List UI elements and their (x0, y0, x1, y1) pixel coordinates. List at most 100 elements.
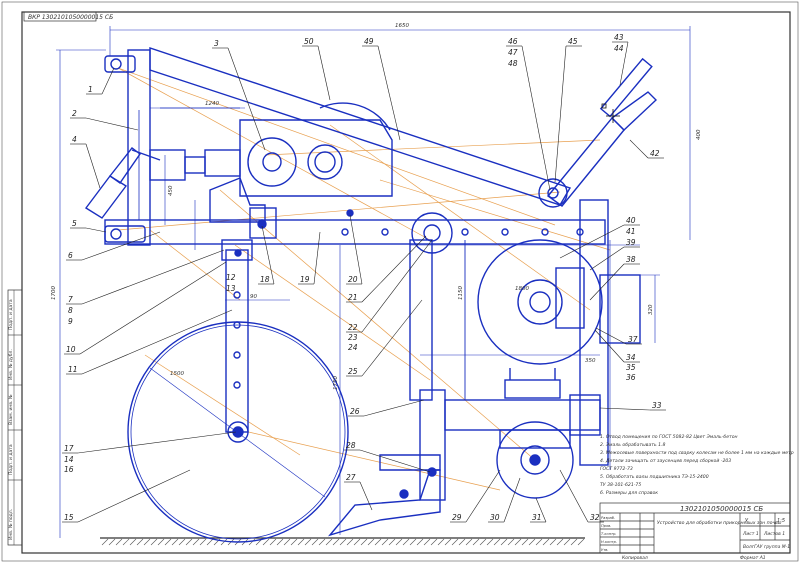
scale-cell: 1:5 (777, 518, 785, 524)
leader-lines (62, 41, 666, 523)
callout-36: 36 (626, 373, 636, 382)
hydraulic-cylinder-right (546, 57, 658, 207)
callout-34: 34 (626, 353, 636, 362)
callout-44: 44 (614, 44, 624, 53)
callout-24: 24 (348, 343, 358, 352)
side-block: Подп. и дата Инв. № дубл. Взам. инв. № П… (7, 289, 23, 546)
tension-pulley (538, 178, 568, 208)
dim-d4: 1750 (333, 376, 339, 390)
callout-38: 38 (626, 255, 636, 264)
note-line: 6. Размеры для справок (600, 490, 658, 496)
dim-height: 1700 (51, 286, 57, 300)
working-rotor (477, 239, 603, 365)
callout-25: 25 (348, 367, 358, 376)
callout-31: 31 (532, 513, 542, 522)
callout-40: 40 (626, 216, 636, 225)
callout-48: 48 (508, 59, 518, 68)
callout-17: 17 (64, 444, 74, 453)
ground-line (100, 537, 585, 546)
callout-30: 30 (490, 513, 500, 522)
note-line: 3. Межосевые поверхности под сварку коле… (600, 450, 794, 456)
callout-26: 26 (350, 407, 360, 416)
side-label-2: Инв. № дубл. (8, 349, 14, 380)
callout-37: 37 (628, 335, 638, 344)
title-block-text: 1302101050000015 СБ Устройство для обраб… (601, 505, 790, 552)
callout-33: 33 (652, 401, 662, 410)
callout-6: 6 (68, 251, 73, 260)
role-3: Т.контр. (601, 532, 617, 536)
sheet-cell: Лист 1 (742, 531, 759, 537)
note-line: 5. Обработать валы подшипника ТЭ-15-2400 (600, 474, 709, 480)
construction-lines (117, 67, 611, 491)
callout-19: 19 (300, 275, 310, 284)
machine-outline (84, 47, 658, 543)
role-2: Пров. (601, 524, 611, 528)
callout-5: 5 (72, 219, 77, 228)
sheets-cell: Листов 1 (763, 531, 785, 537)
role-4: Н.контр. (601, 540, 617, 544)
callout-4: 4 (72, 135, 77, 144)
dim-d2: 90 (250, 294, 257, 300)
callout-43: 43 (614, 33, 624, 42)
side-label-4: Подп. и дата (8, 444, 14, 475)
note-line: ТУ 38-101-621-75 (600, 482, 641, 488)
callout-21: 21 (348, 293, 358, 302)
note-line: 4. Детали зачищать от заусенцев перед сб… (600, 458, 731, 464)
callout-46: 46 (508, 37, 518, 46)
lower-support (419, 389, 446, 501)
note-line: ГОСТ 9772-73 (600, 466, 633, 472)
product-name: Устройство для обработки прикорневых зон… (657, 520, 782, 526)
callout-7: 7 (68, 295, 73, 304)
dim-d8: 1500 (170, 371, 184, 377)
callout-28: 28 (346, 441, 356, 450)
side-label-1: Подп. и дата (8, 299, 14, 330)
side-label-5: Инв. № подл. (8, 509, 14, 540)
gear-reducer (204, 102, 393, 197)
dim-d5: 1150 (458, 286, 464, 300)
org-cell: ВолгГАУ группа М-1 (743, 544, 790, 550)
callout-29: 29 (452, 513, 462, 522)
role-5: Утв. (601, 548, 609, 552)
callout-14: 14 (64, 455, 74, 464)
format-label: Формат А1 (740, 555, 766, 561)
callout-42: 42 (650, 149, 660, 158)
callout-45: 45 (568, 37, 578, 46)
top-stamp-box (23, 11, 97, 22)
callout-12: 12 (226, 273, 236, 282)
inner-frame (21, 11, 791, 554)
callout-2: 2 (72, 109, 77, 118)
move-cursor-icon (601, 103, 620, 123)
callout-35: 35 (626, 363, 636, 372)
role-1: Разраб. (601, 516, 615, 520)
furrow-disk (496, 421, 574, 499)
callout-1: 1 (88, 85, 93, 94)
hitch-post (127, 49, 151, 246)
callout-18: 18 (260, 275, 270, 284)
dimension-labels: 1650 1700 1240 90 450 1750 1150 1800 320… (51, 23, 702, 390)
right-frame-post (579, 199, 609, 466)
callout-32: 32 (590, 513, 600, 522)
copy-label: Копировал (622, 555, 648, 561)
technical-notes: 1. Отвод помещения по ГОСТ 5082-82 Цвет … (600, 434, 794, 496)
side-label-3: Взам. инв. № (8, 394, 14, 425)
dim-d10: 400 (696, 129, 702, 140)
callout-22: 22 (348, 323, 358, 332)
doc-number: 1302101050000015 СБ (680, 505, 763, 513)
callout-3: 3 (214, 39, 219, 48)
note-line: 1. Отвод помещения по ГОСТ 5082-82 Цвет … (600, 434, 738, 440)
callout-10: 10 (66, 345, 76, 354)
callout-49: 49 (364, 37, 374, 46)
dim-d1: 1240 (205, 101, 219, 107)
hydraulic-cylinder-left (84, 147, 161, 219)
dim-d9: 350 (585, 358, 596, 364)
title-block (599, 502, 791, 554)
stage-cell: У (745, 518, 749, 524)
callout-50: 50 (304, 37, 314, 46)
callout-8: 8 (68, 306, 73, 315)
callout-39: 39 (626, 238, 636, 247)
callout-23: 23 (348, 333, 358, 342)
